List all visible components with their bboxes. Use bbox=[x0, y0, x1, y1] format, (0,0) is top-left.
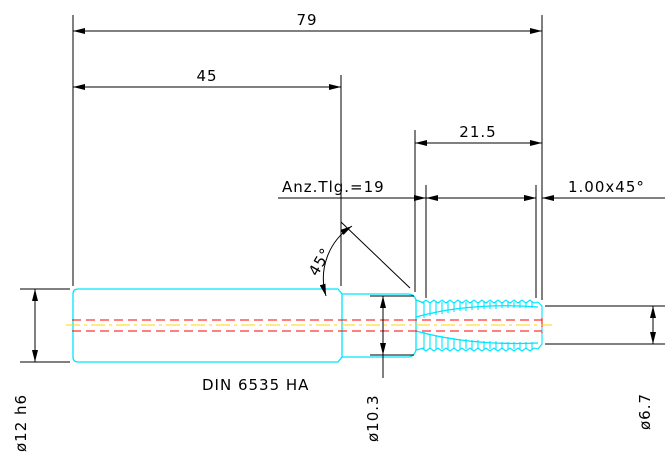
flute-curve bbox=[415, 305, 539, 345]
label-shank-length: 45 bbox=[196, 67, 217, 85]
angle-chamfer-line bbox=[340, 221, 411, 289]
label-standard: DIN 6535 HA bbox=[202, 376, 309, 394]
label-neck-diameter: ø10.3 bbox=[364, 394, 382, 442]
thread-teeth-lower bbox=[423, 332, 533, 349]
angle-arc bbox=[319, 225, 353, 297]
dimension-lines bbox=[20, 15, 665, 378]
label-overall-length: 79 bbox=[296, 11, 317, 29]
label-shank-diameter: ø12 h6 bbox=[12, 394, 30, 452]
label-flute-count: Anz.Tlg.=19 bbox=[282, 178, 385, 196]
shank-outline bbox=[72, 288, 343, 363]
label-thread-length: 21.5 bbox=[459, 123, 496, 141]
thread-teeth-upper bbox=[423, 302, 533, 318]
label-chamfer: 1.00x45° bbox=[568, 178, 645, 196]
thread-top-profile bbox=[421, 299, 539, 304]
tool-outline bbox=[72, 288, 539, 363]
thread-section bbox=[421, 299, 543, 352]
thread-bottom-profile bbox=[421, 347, 539, 352]
label-tip-diameter: ø6.7 bbox=[636, 393, 654, 430]
